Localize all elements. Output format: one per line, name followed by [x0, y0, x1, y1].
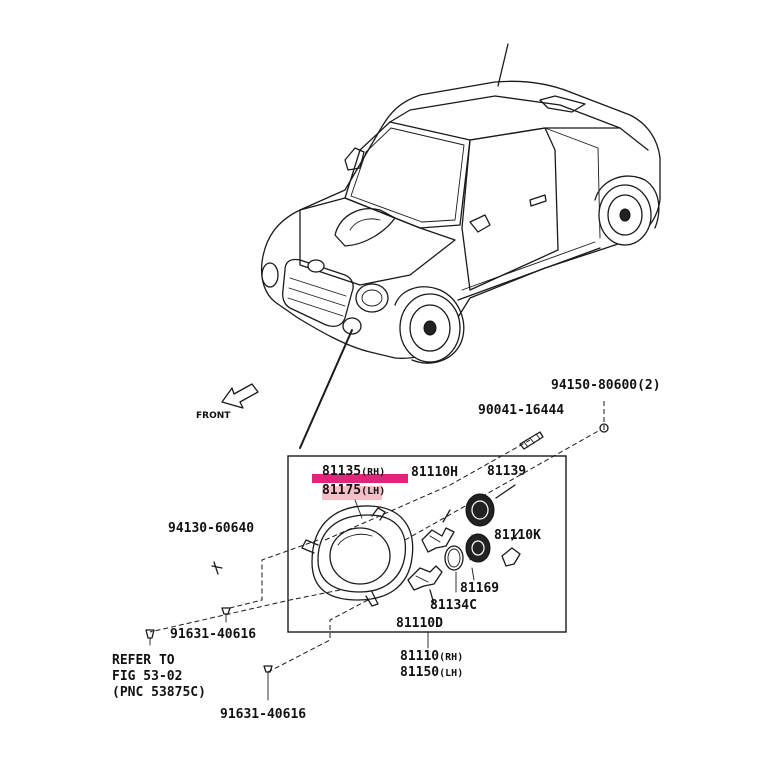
label-91631-40616-b: 91631-40616 — [220, 707, 306, 722]
label-81175: 81175(LH) — [322, 483, 385, 498]
label-81110k: 81110K — [494, 528, 541, 543]
bulb-81110h — [421, 509, 455, 553]
label-81110h: 81110H — [411, 465, 458, 480]
socket-81169 — [465, 533, 491, 563]
label-91631-40616-a: 91631-40616 — [170, 627, 256, 642]
label-81110: 81110(RH) — [400, 649, 463, 664]
label-94150-80600: 94150-80600(2) — [551, 378, 661, 393]
highlight-81175 — [322, 486, 382, 500]
label-81110d: 81110D — [396, 616, 443, 631]
label-90041-16444: 90041-16444 — [478, 403, 564, 418]
refer-line-1: REFER TO — [112, 653, 175, 668]
bolt-94150 — [599, 423, 609, 433]
fog-lamp-leader-line — [299, 329, 353, 449]
nut-94130 — [211, 561, 223, 575]
car-illustration — [260, 43, 661, 364]
label-94130-60640: 94130-60640 — [168, 521, 254, 536]
fog-lamp-housing — [301, 505, 414, 607]
bulb-81110d — [407, 565, 443, 605]
front-label: FRONT — [196, 411, 231, 421]
screw-91631-a — [221, 607, 231, 623]
screw-91631-b — [263, 665, 273, 701]
highlight-81135 — [312, 474, 408, 483]
label-81150: 81150(LH) — [400, 665, 463, 680]
label-81169: 81169 — [460, 581, 499, 596]
front-direction-arrow: FRONT — [196, 383, 259, 421]
assembly-box — [287, 455, 567, 633]
refer-line-2: FIG 53-02 — [112, 669, 182, 684]
refer-clip — [145, 629, 155, 646]
bulb-81110k — [501, 529, 521, 567]
label-81139: 81139 — [487, 464, 526, 479]
label-81134c: 81134C — [430, 598, 477, 613]
ring-81134c — [444, 545, 464, 571]
socket-81139 — [465, 484, 516, 527]
refer-line-3: (PNC 53875C) — [112, 685, 206, 700]
screw-90041 — [519, 431, 544, 450]
label-81135: 81135(RH) — [322, 464, 385, 479]
